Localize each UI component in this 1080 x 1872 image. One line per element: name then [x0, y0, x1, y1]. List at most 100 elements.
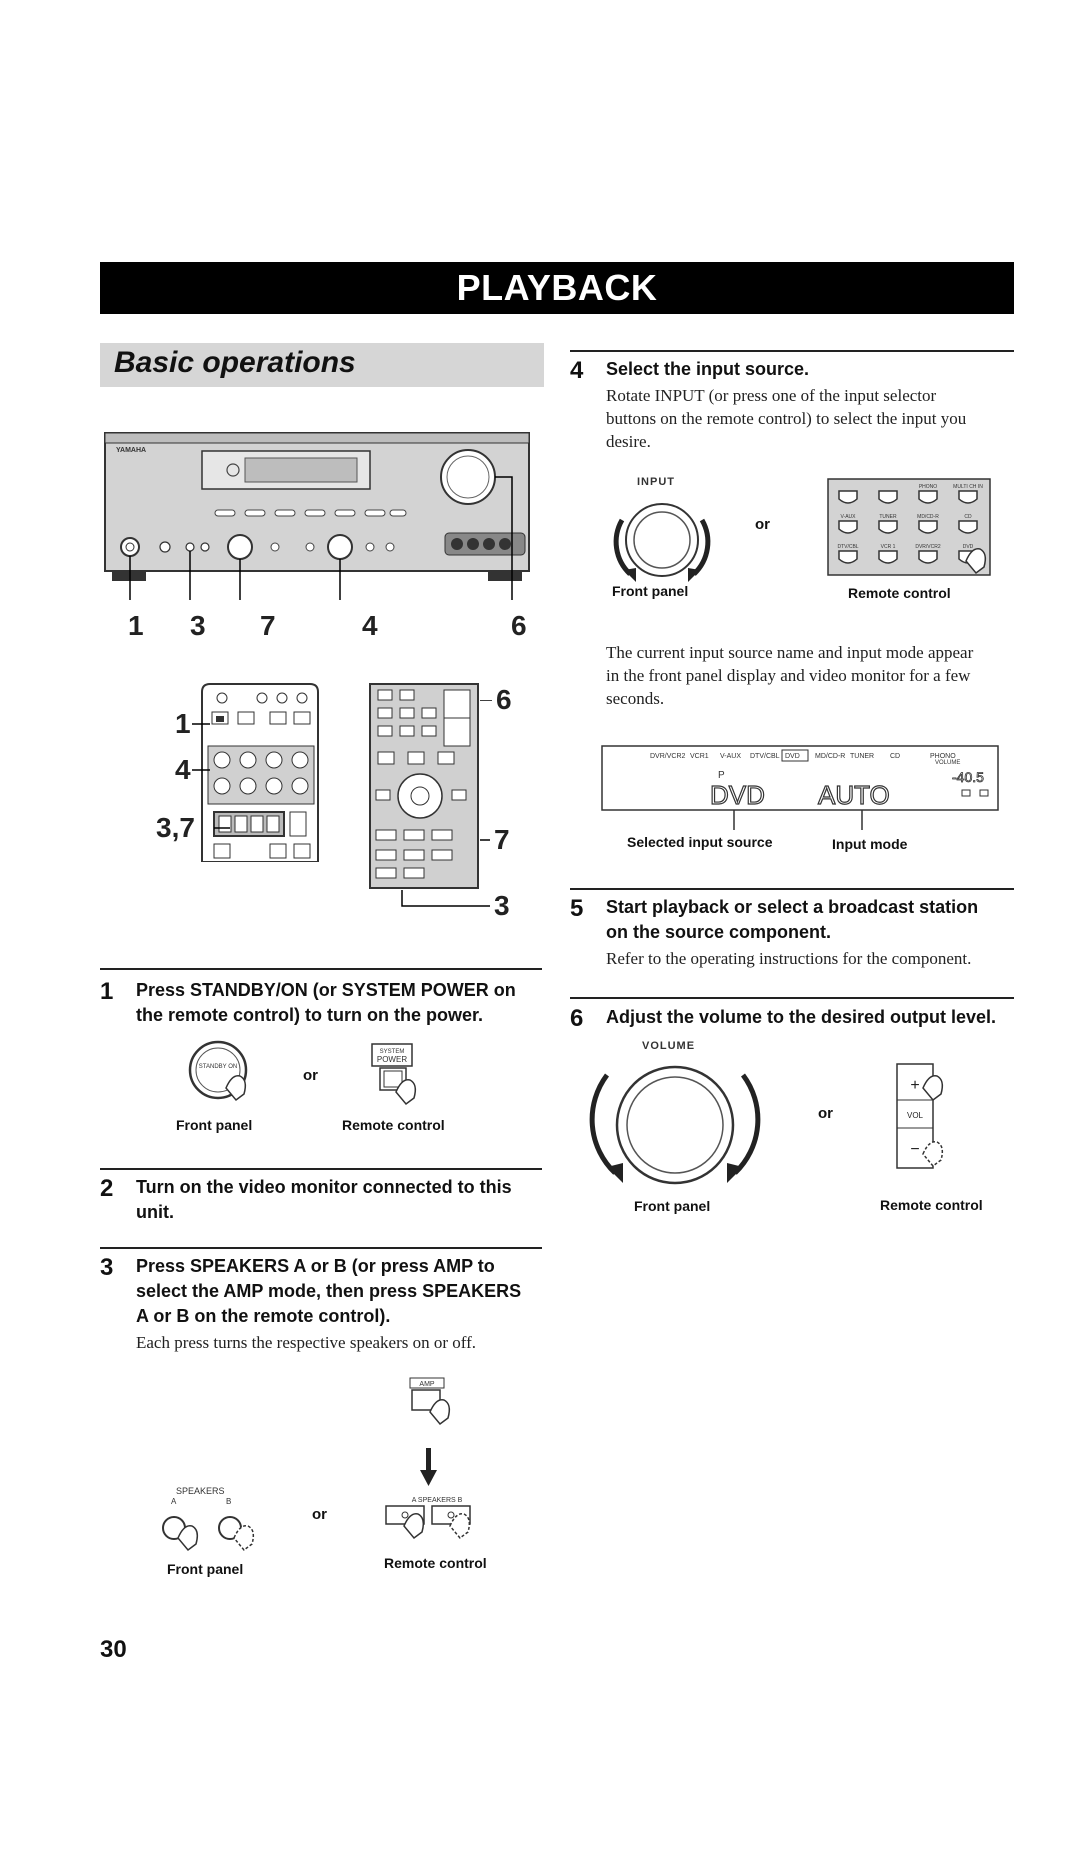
remote-top-illustration: [201, 683, 319, 862]
remote-input-button[interactable]: [878, 490, 898, 504]
remote-callout-3-7: 3,7: [156, 812, 195, 843]
step-3-front-label: Front panel: [167, 1561, 244, 1577]
step-1-title-line2: the remote control) to turn on the power…: [136, 1005, 484, 1025]
remote-input-button[interactable]: [838, 490, 858, 504]
display-mode: AUTO: [818, 780, 890, 810]
remote-input-button-label: TUNER: [879, 514, 897, 520]
remote-input-button[interactable]: [878, 520, 898, 534]
volume-vol-label: VOL: [907, 1111, 924, 1120]
system-power-label-2: POWER: [377, 1055, 407, 1064]
speakers-label: SPEAKERS: [176, 1486, 225, 1496]
step-6-number: 6: [570, 1005, 584, 1032]
remote-callout-4: 4: [175, 754, 191, 785]
step-6-or: or: [818, 1105, 833, 1122]
volume-knob-illustration: [589, 1065, 761, 1185]
display-source: DVD: [710, 780, 765, 810]
step-4-number: 4: [570, 357, 584, 384]
step-3-title-line2: select the AMP mode, then press SPEAKERS: [136, 1281, 522, 1301]
remote-callout-1: 1: [175, 708, 191, 739]
system-power-label-1: SYSTEM: [380, 1049, 405, 1055]
step-6-front-label: Front panel: [634, 1198, 711, 1214]
remote-input-button[interactable]: [918, 550, 938, 564]
standby-button-text: STANDBY ON: [199, 1064, 237, 1070]
remote-input-button-label: DTV/CBL: [837, 544, 858, 550]
page-number: 30: [100, 1636, 127, 1663]
step-5-rule: [570, 888, 1014, 890]
speakers-a-label: A: [171, 1497, 177, 1506]
display-source-indicator: V-AUX: [720, 753, 741, 760]
step-4-title: Select the input source.: [606, 359, 810, 379]
step-1-title-line1: Press STANDBY/ON (or SYSTEM POWER on: [136, 980, 516, 1000]
step-1-remote-label: Remote control: [342, 1117, 445, 1133]
callout-6: 6: [511, 610, 527, 641]
amp-label: AMP: [419, 1381, 435, 1388]
volume-minus: −: [910, 1141, 919, 1158]
step-4-front-label: Front panel: [612, 583, 689, 599]
speakers-b-label: B: [226, 1497, 231, 1506]
step-4-rule: [570, 350, 1014, 352]
remote-input-button[interactable]: [838, 520, 858, 534]
volume-plus: +: [910, 1077, 919, 1094]
remote-speakers-label: A SPEAKERS B: [412, 1497, 463, 1504]
display-source-indicator: VCR1: [690, 753, 709, 760]
receiver-front-panel-illustration: YAMAHA: [104, 432, 530, 600]
step-2-title-line2: unit.: [136, 1202, 174, 1222]
step-4-after-line1: The current input source name and input …: [606, 643, 974, 662]
step-3-title-line3: A or B on the remote control).: [136, 1306, 391, 1326]
step-6-rule: [570, 997, 1014, 999]
step-4-or: or: [755, 516, 770, 533]
remote-input-button-label: PHONO: [919, 484, 937, 490]
step-4-body-line1: Rotate INPUT (or press one of the input …: [606, 386, 937, 405]
standby-button-illustration: STANDBY ON: [188, 1040, 248, 1102]
step-4-body-line3: desire.: [606, 432, 651, 451]
remote-bottom-illustration: [369, 683, 479, 889]
display-active-source-box: [781, 749, 809, 762]
display-source-indicator: DVR/VCR2: [650, 753, 686, 760]
display-volume-label: VOLUME: [935, 760, 960, 766]
step-6-title: Adjust the volume to the desired output …: [606, 1007, 997, 1027]
step-3-remote-label: Remote control: [384, 1555, 487, 1571]
remote-callout-6: 6: [496, 684, 512, 715]
remote-input-button-label: V-AUX: [840, 514, 856, 520]
remote-input-button[interactable]: [878, 550, 898, 564]
step-4-after-line2: in the front panel display and video mon…: [606, 666, 971, 685]
display-source-indicator: MD/CD-R: [815, 753, 845, 760]
step-3-rule: [100, 1247, 542, 1249]
input-mode-label: Input mode: [832, 836, 908, 852]
callout-4: 4: [362, 610, 378, 641]
remote-input-button[interactable]: [958, 520, 978, 534]
callout-3: 3: [190, 610, 206, 641]
front-speakers-buttons-illustration: SPEAKERS A B: [162, 1486, 255, 1552]
step-5-title-line2: on the source component.: [606, 922, 832, 942]
remote-input-button[interactable]: [918, 520, 938, 534]
step-4-after-line3: seconds.: [606, 689, 665, 708]
step-2-rule: [100, 1168, 542, 1170]
remote-input-button[interactable]: [838, 550, 858, 564]
callout-1: 1: [128, 610, 144, 641]
step-1-number: 1: [100, 978, 114, 1005]
display-indicator: P: [718, 770, 725, 781]
input-knob-illustration: [613, 503, 711, 582]
step-4-remote-label: Remote control: [848, 585, 951, 601]
volume-knob-label: VOLUME: [642, 1040, 696, 1052]
system-power-button-illustration: SYSTEM POWER: [371, 1043, 417, 1106]
step-3-title-line1: Press SPEAKERS A or B (or press AMP to: [136, 1256, 495, 1276]
remote-input-button-label: MULTI CH IN: [953, 484, 983, 490]
step-2-title-line1: Turn on the video monitor connected to t…: [136, 1177, 512, 1197]
remote-input-button-label: CD: [964, 514, 972, 520]
step-1-or: or: [303, 1067, 318, 1084]
step-4-body-line2: buttons on the remote control) to select…: [606, 409, 967, 428]
input-knob-label: INPUT: [637, 476, 675, 488]
step-3-number: 3: [100, 1254, 114, 1281]
step-5-number: 5: [570, 895, 584, 922]
remote-input-button[interactable]: [958, 490, 978, 504]
display-source-indicator: DVD: [785, 753, 800, 760]
remote-callout-lines: [192, 700, 492, 907]
step-1-front-label: Front panel: [176, 1117, 253, 1133]
step-3-or: or: [312, 1506, 327, 1523]
section-title: Basic operations: [114, 346, 356, 379]
remote-volume-buttons-illustration: + VOL −: [896, 1063, 944, 1169]
remote-input-button[interactable]: [918, 490, 938, 504]
section-title-bar: [100, 343, 544, 387]
step-5-body: Refer to the operating instructions for …: [606, 949, 972, 968]
